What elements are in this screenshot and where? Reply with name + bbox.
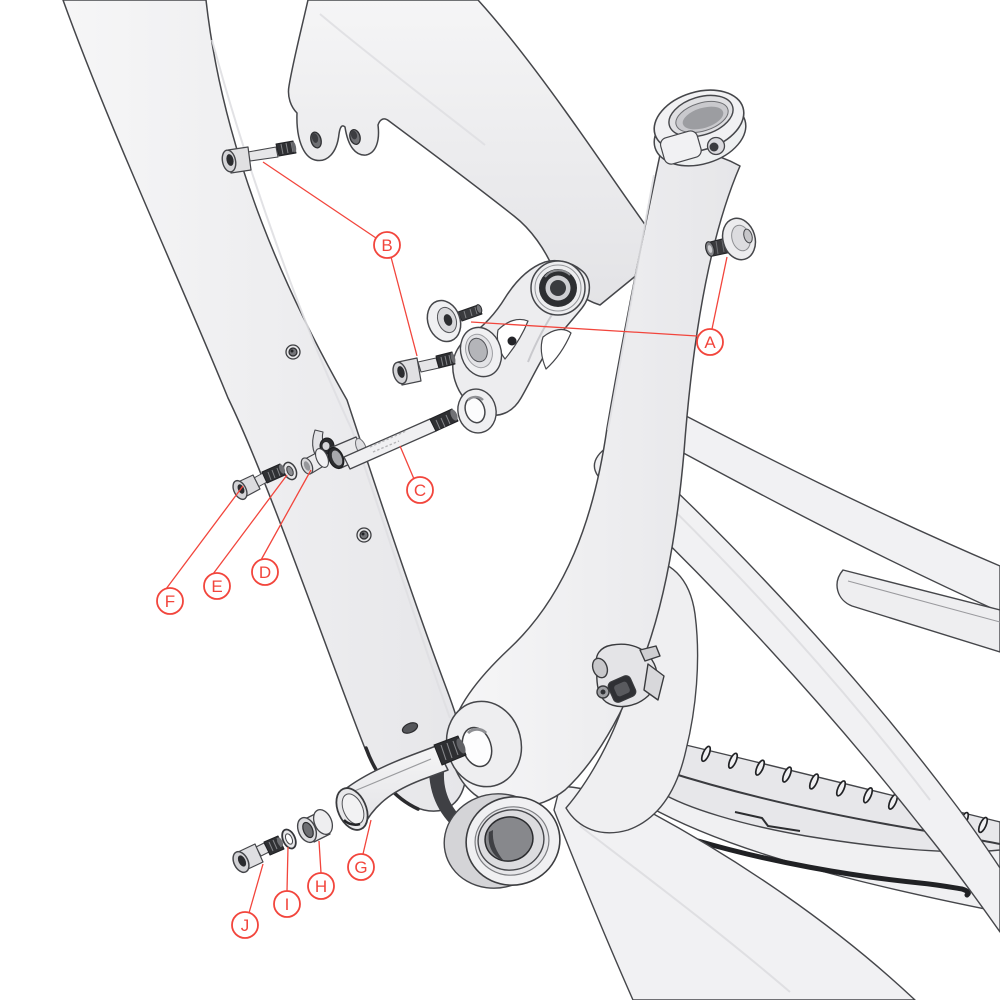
callout-layer: A B C D E F G H I J <box>156 161 728 939</box>
seat-clamp <box>653 89 747 167</box>
callout-letter: H <box>315 877 327 896</box>
leader-line <box>399 445 415 480</box>
callout-circle <box>251 558 279 586</box>
hardware-layer <box>221 140 757 874</box>
callout-C: C <box>399 445 434 504</box>
cone-spacer-d <box>300 448 330 475</box>
shock-mount-hole-front-inner <box>311 133 319 143</box>
axle-cone-body <box>343 745 449 828</box>
bb-bore <box>484 816 534 862</box>
bottle-boss-lower <box>356 527 372 543</box>
leader-line <box>286 846 289 892</box>
callout-I: I <box>273 846 301 918</box>
pivot-axle-bolt-a <box>705 217 757 261</box>
rocker-link <box>452 259 591 434</box>
callout-D: D <box>251 469 312 586</box>
callout-circle <box>203 572 231 600</box>
callout-letter: A <box>704 333 716 352</box>
seat-tube-highlight <box>607 174 655 431</box>
bracket-top-tab <box>639 645 661 662</box>
leader-line <box>362 819 372 855</box>
protector-rib <box>754 759 766 776</box>
callout-circle <box>347 853 375 881</box>
protector-rib <box>835 780 847 797</box>
rocker-pin-hole <box>507 336 517 346</box>
callout-circle <box>273 890 301 918</box>
link-axle-c <box>312 408 459 470</box>
down-tube-slot-hole <box>401 722 419 734</box>
rocker-lower-boss <box>457 388 497 434</box>
protector-rib <box>727 752 739 769</box>
protector-rib <box>700 745 712 763</box>
pad-inner-line <box>847 580 1000 623</box>
callout-letter: B <box>381 236 392 255</box>
bb-bore-shadow <box>488 830 504 861</box>
shock-bolt-upper <box>221 140 297 174</box>
callout-letter: D <box>259 563 271 582</box>
top-tube-highlight <box>319 13 486 146</box>
callout-G: G <box>347 819 375 881</box>
leader-line <box>248 863 264 914</box>
protector-step-line <box>734 811 801 832</box>
rocker-front-lobe <box>459 326 517 378</box>
top-tube <box>287 0 666 306</box>
leader-line <box>165 485 244 590</box>
leader-line <box>711 256 728 330</box>
callout-letter: J <box>241 916 250 935</box>
callout-letter: I <box>285 895 290 914</box>
bottle-boss-upper <box>285 344 301 360</box>
spacer-bore <box>302 821 314 839</box>
callout-circle <box>307 872 335 900</box>
callout-letter: E <box>211 577 222 596</box>
spacer-h <box>296 808 334 844</box>
protector-dark-edge <box>695 838 971 898</box>
callout-E: E <box>203 474 288 600</box>
rocker-cutout-2 <box>540 328 572 370</box>
pivot-bolt-j <box>232 835 285 874</box>
leader-line <box>318 840 322 874</box>
callout-J: J <box>231 863 264 939</box>
callout-A: A <box>470 256 728 356</box>
protector-rib <box>781 766 793 783</box>
leader-line <box>390 256 418 357</box>
callout-letter: G <box>354 858 367 877</box>
leader-line <box>262 161 377 239</box>
protector-rib <box>808 773 820 790</box>
main-pivot-axle-g <box>335 735 467 831</box>
seat-stay-upper <box>626 391 1000 653</box>
cone-slit <box>351 758 432 793</box>
seat-stay-protector-pad <box>836 569 1000 653</box>
cable-guide-bracket <box>591 643 665 708</box>
washer-i <box>281 828 297 850</box>
leader-line <box>470 321 698 337</box>
bottom-bracket-shell <box>443 793 561 889</box>
callout-circle <box>406 476 434 504</box>
protector-rib <box>862 787 874 804</box>
callout-letter: F <box>165 592 175 611</box>
rocker-upper-bearing <box>530 260 586 316</box>
callout-H: H <box>307 840 335 900</box>
callout-B: B <box>262 161 418 357</box>
leader-line <box>260 469 312 561</box>
callout-circle <box>231 911 259 939</box>
callout-letter: C <box>414 481 426 500</box>
callout-F: F <box>156 485 244 615</box>
swingarm-pivot-head <box>445 700 523 788</box>
leader-line <box>212 474 288 575</box>
protector-rib <box>977 816 989 834</box>
bracket-lug <box>643 663 665 701</box>
callout-circle <box>696 328 724 356</box>
arm-shading-line <box>579 825 791 993</box>
bracket-barrel <box>591 657 609 679</box>
callout-circle <box>156 587 184 615</box>
axle-engraving <box>369 430 407 453</box>
flat-head-pivot-bolt <box>426 299 483 343</box>
shock-bolt-lower <box>392 351 456 386</box>
clamp-faceplate <box>659 130 702 165</box>
callout-circle <box>373 231 401 259</box>
shock-mount-hole-rear-inner <box>350 130 358 140</box>
